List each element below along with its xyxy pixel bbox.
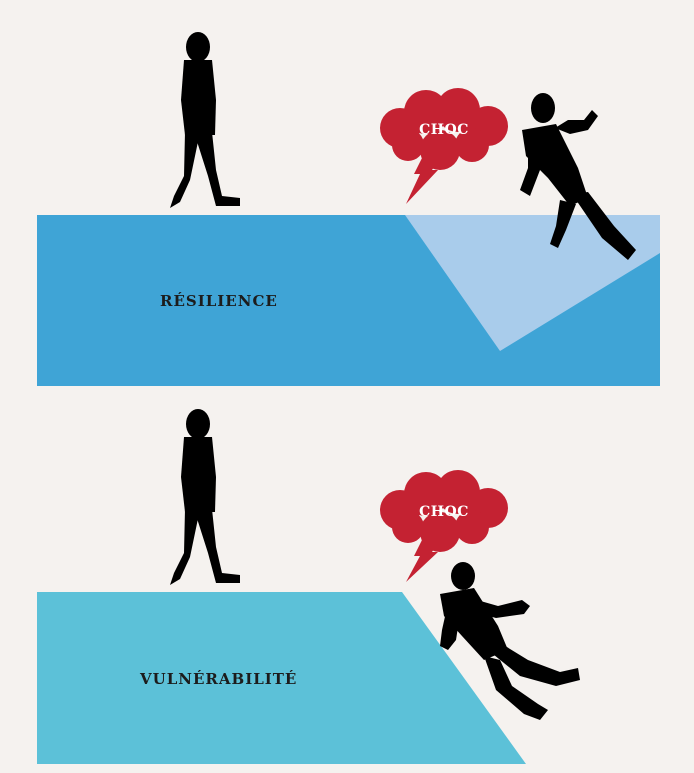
shock-cloud-icon — [380, 88, 508, 170]
resilience-shock-label: CHOC — [419, 122, 469, 138]
walking-person-icon — [170, 32, 240, 208]
falling-person-icon — [440, 562, 580, 720]
resilience-label: RÉSILIENCE — [160, 292, 278, 310]
lightning-bolt-icon — [406, 152, 444, 204]
resilience-dip — [405, 215, 660, 351]
resilience-panel: RÉSILIENCE CHOC — [37, 32, 660, 386]
vulnerability-panel: VULNÉRABILITÉ CHOC — [37, 409, 580, 764]
lightning-bolt-icon — [406, 534, 444, 582]
vulnerability-shock-label: CHOC — [419, 504, 469, 520]
vulnerability-block — [37, 592, 526, 764]
falling-person-icon — [520, 93, 636, 260]
vulnerability-label: VULNÉRABILITÉ — [139, 670, 297, 688]
walking-person-icon — [170, 409, 240, 585]
